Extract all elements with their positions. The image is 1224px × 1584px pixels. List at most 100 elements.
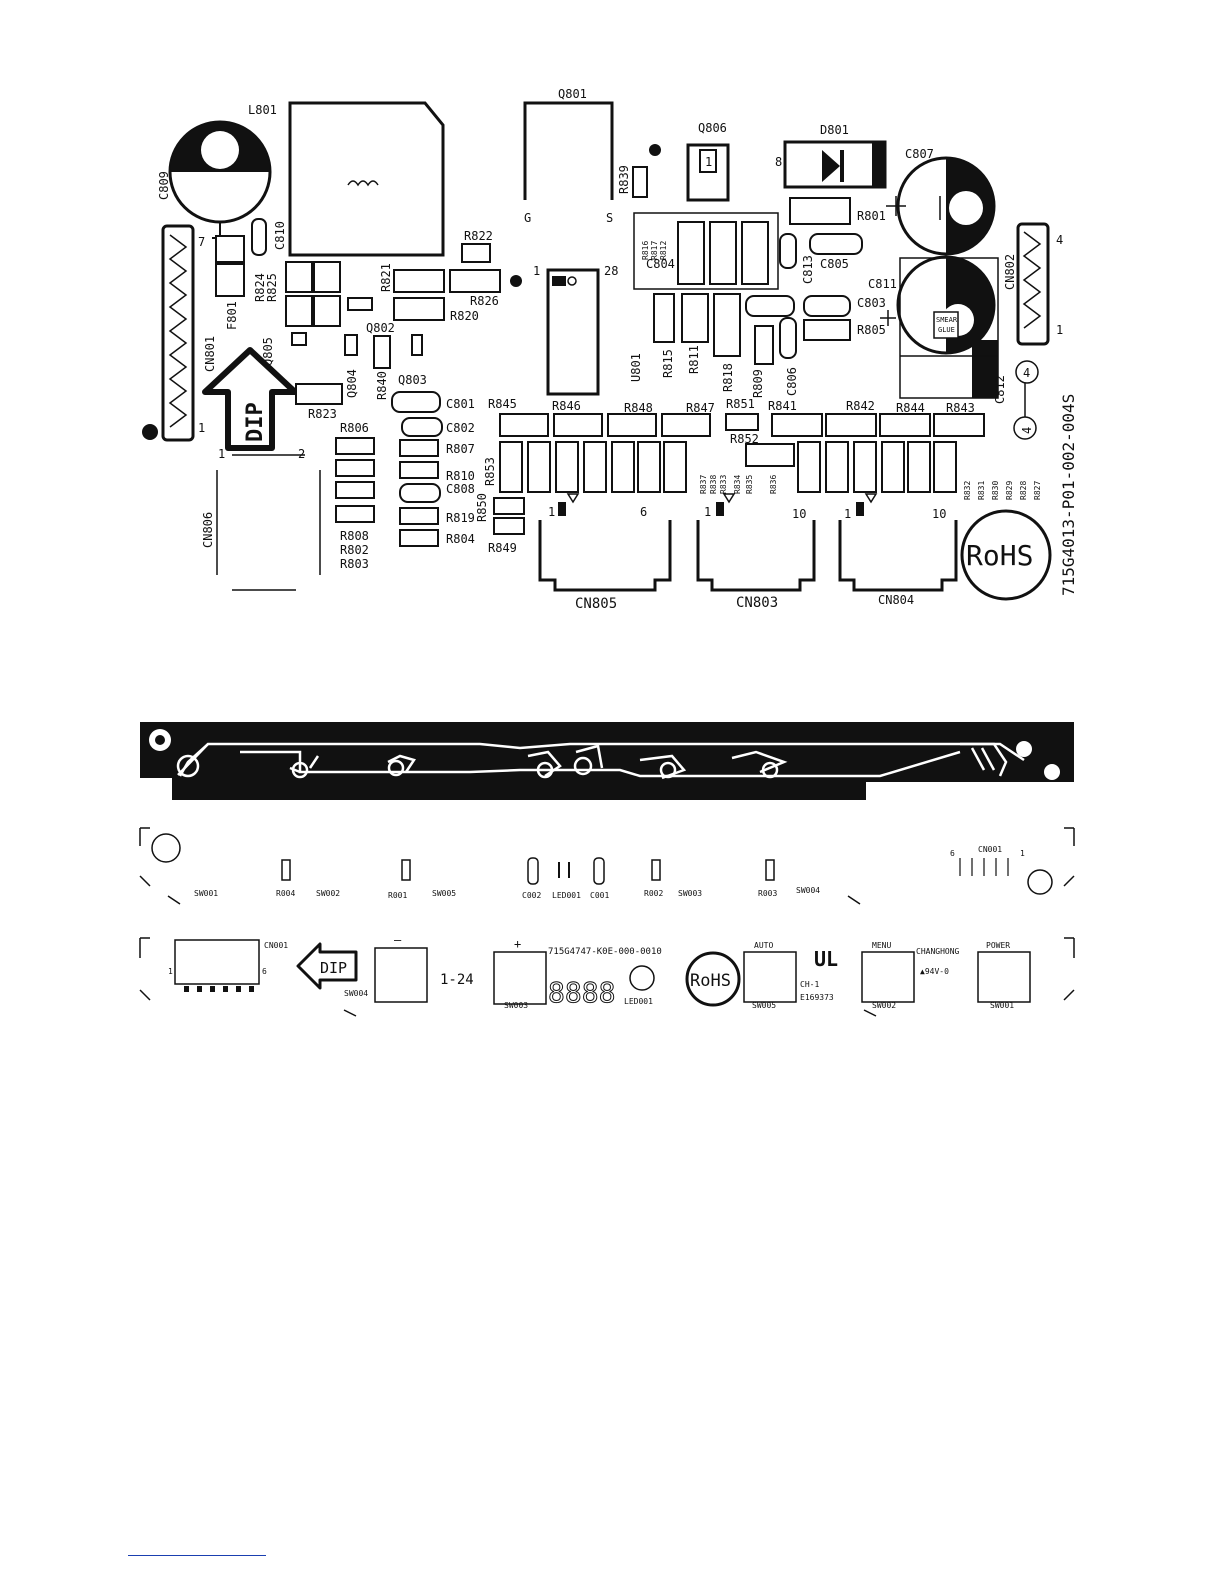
kb-label-led001-bottom: LED001 [624, 997, 653, 1006]
version-number: 4 [1023, 366, 1030, 380]
pin-cn802-four: 4 [1056, 233, 1063, 247]
label-r827: R827 [1033, 481, 1042, 500]
seven-seg-display: 8888 [548, 976, 615, 1009]
label-r832: R832 [963, 481, 972, 500]
kb-cert-e169373: E169373 [800, 993, 834, 1002]
labels-r832-r827: R832 R831 R830 R829 R828 R827 [963, 481, 1042, 500]
resistor-r839 [632, 166, 648, 198]
kb-cn001-bottom-pin6: 6 [262, 967, 267, 976]
pin-ic-twentyeight: 28 [604, 264, 618, 278]
pin-q806-one: 1 [705, 155, 712, 169]
label-c803: C803 [857, 296, 886, 310]
pin-cn803-ten: 10 [792, 507, 806, 521]
fuse-f801 [215, 263, 245, 297]
label-cn804: CN804 [878, 593, 914, 607]
label-l801: L801 [248, 103, 277, 117]
kb-label-cn001: CN001 [264, 941, 288, 950]
menu-button-label: MENU [872, 941, 891, 950]
label-r842: R842 [846, 399, 875, 413]
transistor-q802 [373, 335, 391, 369]
kb-cn001-pin1: 1 [1020, 849, 1025, 858]
label-c801: C801 [446, 397, 475, 411]
connector-cn802 [1016, 222, 1050, 346]
menu-button[interactable] [861, 951, 915, 1003]
resistor-r801 [789, 197, 851, 225]
label-q803: Q803 [398, 373, 427, 387]
label-r823: R823 [308, 407, 337, 421]
label-c805: C805 [820, 257, 849, 271]
label-c808: C808 [446, 482, 475, 496]
transistor-q803 [391, 391, 441, 413]
plus-button[interactable] [493, 951, 547, 1005]
pin-ic-one: 1 [533, 264, 540, 278]
label-cn802: CN802 [1003, 254, 1017, 290]
key-board-bottom-silk [139, 937, 1075, 1017]
labels-r837-r836: R837 R838 R833 R834 R835 R836 [699, 475, 778, 494]
led-icon [629, 965, 655, 991]
label-c804: C804 [646, 257, 675, 271]
minus-button[interactable] [374, 947, 428, 1003]
resistor-r826 [449, 269, 501, 293]
resistor-r815 [653, 293, 675, 343]
main-board: L801 C809 Q801 G S R839 Q806 1 D801 8 C8… [142, 87, 1078, 612]
label-cn805: CN805 [575, 596, 617, 612]
power-button[interactable] [977, 951, 1031, 1003]
label-r851: R851 [726, 397, 755, 411]
connector-cn804 [838, 493, 958, 592]
label-r840: R840 [375, 371, 389, 400]
label-r829: R829 [1005, 481, 1014, 500]
kb-brand: CHANGHONG [916, 947, 960, 956]
capacitor-c803 [803, 295, 851, 317]
label-r853: R853 [483, 457, 497, 486]
kb-cert-ch1: CH-1 [800, 980, 819, 989]
kb-label-sw001-bottom: SW001 [990, 1001, 1014, 1010]
kb-label-sw002-bottom: SW002 [872, 1001, 896, 1010]
label-r839: R839 [617, 165, 631, 194]
main-board-part-number: 715G4013-P01-002-004S [1059, 394, 1078, 596]
capacitor-c802 [401, 417, 443, 437]
label-c812: C812 [993, 375, 1007, 404]
label-r838: R838 [709, 475, 718, 494]
capacitor-c809 [168, 120, 272, 240]
label-r841: R841 [768, 399, 797, 413]
label-r836: R836 [769, 475, 778, 494]
label-r834: R834 [733, 475, 742, 494]
rohs-logo-icon [960, 509, 1052, 601]
label-q805: Q805 [261, 337, 275, 366]
auto-button-label: AUTO [754, 941, 773, 950]
transistor-q806 [686, 143, 730, 202]
resistor-columns-right [797, 441, 957, 493]
label-cn803: CN803 [736, 595, 778, 611]
kb-cn001-bottom-pin1: 1 [168, 967, 173, 976]
kb-label-cn001-top: CN001 [978, 845, 1002, 854]
label-r843: R843 [946, 401, 975, 415]
power-button-label: POWER [986, 941, 1010, 950]
pin-dip-two: 2 [298, 447, 305, 461]
label-c811: C811 [868, 277, 897, 291]
label-r826: R826 [470, 294, 499, 308]
pin-cn802-one: 1 [1056, 323, 1063, 337]
glue-line-1: SMEAR [936, 316, 958, 324]
label-q801: Q801 [558, 87, 587, 101]
region-r816 [633, 212, 779, 290]
auto-button[interactable] [743, 951, 797, 1003]
label-r825: R825 [265, 273, 279, 302]
kb-label-sw005: SW005 [432, 889, 456, 898]
label-dip: DIP [243, 402, 268, 442]
label-r828: R828 [1019, 481, 1028, 500]
label-r849: R849 [488, 541, 517, 555]
capacitor-c810 [251, 218, 267, 256]
connector-cn805 [538, 493, 672, 592]
resistor-r810 [399, 461, 439, 479]
label-r833: R833 [719, 475, 728, 494]
resistor-r805 [803, 319, 851, 341]
plus-button-label: + [514, 937, 521, 951]
label-cn806: CN806 [201, 512, 215, 548]
transistor-q805 [285, 261, 341, 327]
label-r807: R807 [446, 442, 475, 456]
resistor-r804 [399, 529, 439, 547]
label-r803: R803 [340, 557, 369, 571]
label-r801: R801 [857, 209, 886, 223]
connector-cn803 [696, 493, 816, 592]
